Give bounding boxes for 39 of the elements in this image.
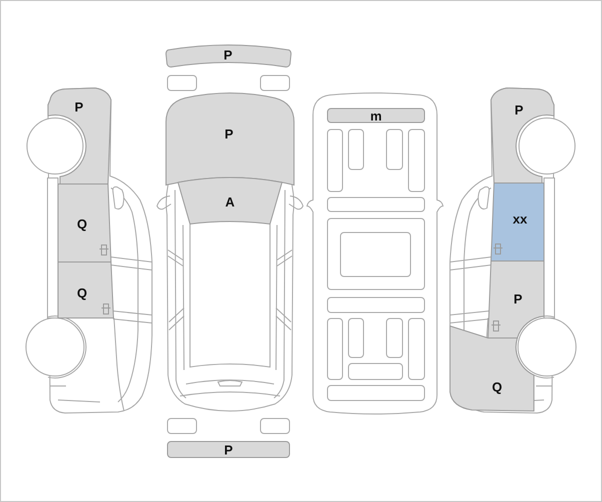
panel-code: P bbox=[224, 48, 232, 62]
fender-panel bbox=[48, 88, 111, 184]
rear-quarter-panel bbox=[450, 326, 534, 411]
panel bbox=[327, 197, 425, 212]
panel-code: xx bbox=[512, 212, 528, 226]
panel bbox=[386, 318, 403, 358]
bumper-panel bbox=[166, 45, 291, 67]
panel bbox=[327, 297, 425, 313]
panel-code: P bbox=[74, 100, 84, 114]
small-panel bbox=[260, 418, 290, 434]
panel-code: Q bbox=[76, 218, 88, 230]
panel bbox=[408, 129, 425, 192]
small-panel bbox=[167, 418, 197, 434]
panel bbox=[348, 363, 403, 380]
panel bbox=[327, 218, 425, 290]
panel bbox=[340, 232, 411, 277]
small-panel bbox=[167, 75, 197, 91]
panel bbox=[327, 385, 425, 401]
panel bbox=[408, 318, 425, 380]
panel-code: Q bbox=[492, 380, 502, 394]
panel bbox=[327, 318, 343, 380]
panel bbox=[348, 318, 364, 358]
door-panel bbox=[491, 183, 544, 261]
panel-code: P bbox=[514, 104, 524, 116]
panel bbox=[386, 129, 403, 170]
panel bbox=[327, 129, 343, 192]
door-panel bbox=[58, 184, 111, 262]
panel-code: Q bbox=[76, 286, 88, 300]
panel-code: P bbox=[224, 443, 233, 456]
panel bbox=[327, 108, 425, 123]
panel-code: m bbox=[370, 109, 382, 122]
fender-panel bbox=[491, 88, 554, 183]
bumper-panel bbox=[167, 441, 290, 458]
panel-code: A bbox=[225, 196, 235, 208]
windshield-panel bbox=[178, 177, 282, 224]
small-panel bbox=[260, 75, 290, 91]
door-panel bbox=[58, 262, 114, 318]
panel-code: P bbox=[224, 128, 234, 140]
panel bbox=[348, 129, 364, 170]
